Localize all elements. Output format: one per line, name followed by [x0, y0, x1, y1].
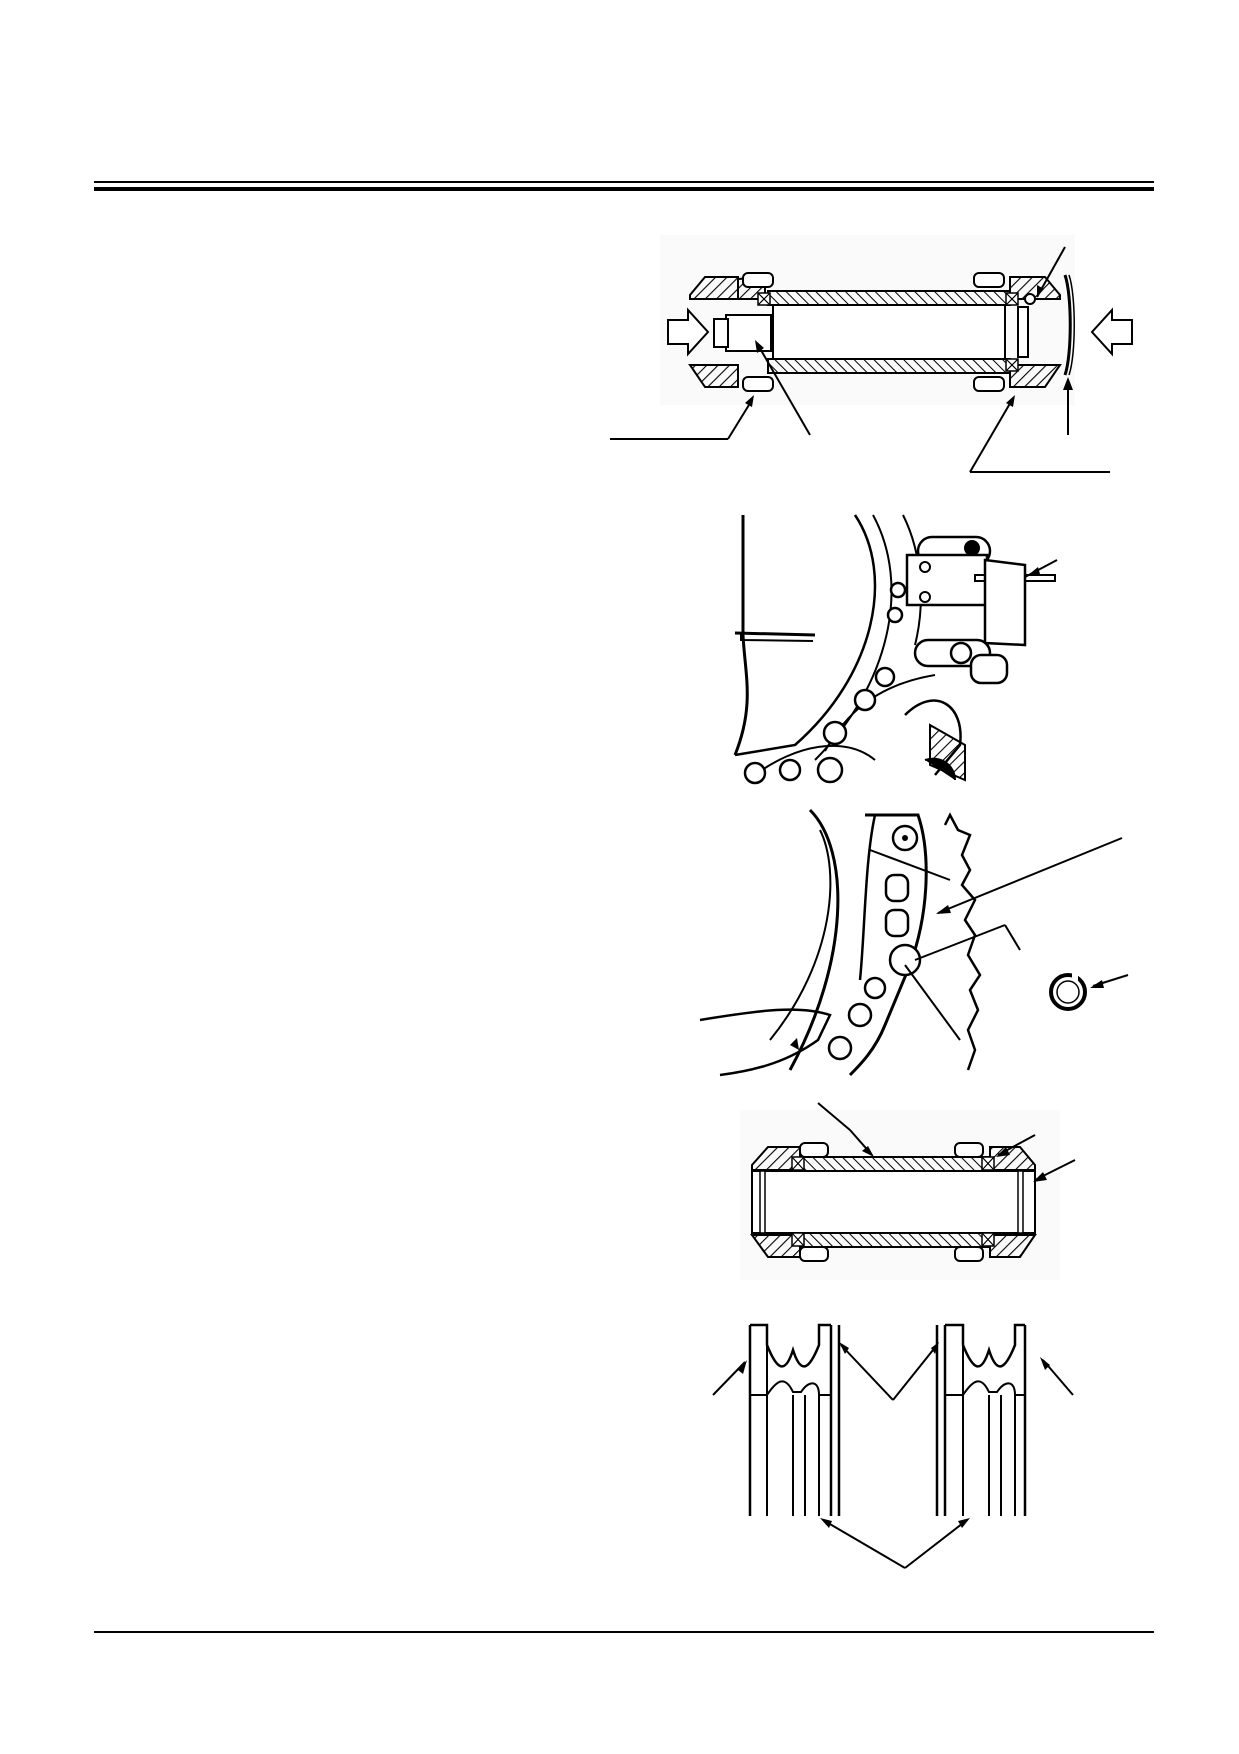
figure-bushing-section [740, 1102, 1100, 1280]
header-rule-thin [94, 181, 1154, 183]
figure-sprocket-press-tool [733, 514, 1065, 785]
figure-sprocket-snap-ring [699, 808, 1130, 1077]
figure-bushing-press [610, 235, 1150, 480]
figure-teeth-profile [705, 1300, 1090, 1575]
header-rule-thick [94, 187, 1154, 191]
footer-rule [94, 1631, 1154, 1633]
press-arrow-left-icon [667, 307, 710, 357]
press-arrow-right-icon [1090, 307, 1133, 357]
